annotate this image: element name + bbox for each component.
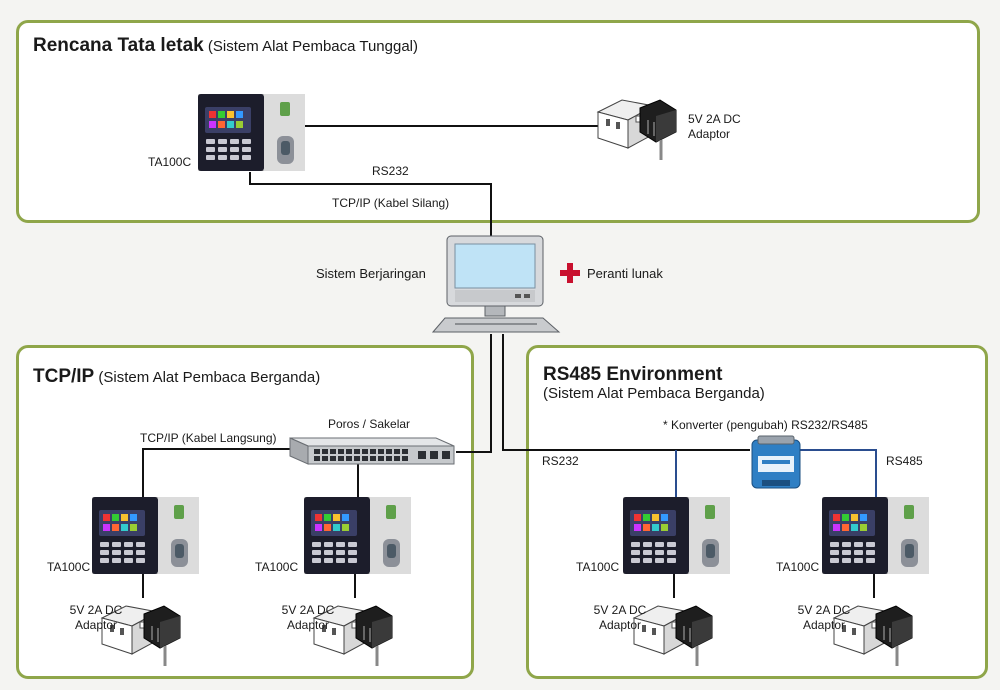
rs485-panel-title: RS485 Environment [543, 364, 723, 385]
desktop-computer-icon [431, 235, 561, 333]
software-label: Peranti lunak [587, 266, 663, 281]
fingerprint-terminal-icon [822, 497, 929, 574]
tcp-panel-subtitle: (Sistem Alat Pembaca Berganda) [98, 369, 321, 386]
fingerprint-terminal-icon [92, 497, 199, 574]
network-switch-icon [289, 437, 455, 465]
rs232-rs485-converter-icon [751, 435, 801, 489]
device-label-rs-1: TA100C [576, 560, 620, 574]
plus-icon [560, 263, 580, 283]
tcp-direct-label: TCP/IP (Kabel Langsung) [140, 431, 277, 445]
power-socket-adaptor-icon [596, 90, 684, 162]
rs232-label-top: RS232 [372, 164, 409, 178]
device-label-tcp-2: TA100C [255, 560, 299, 574]
device-label-rs-2: TA100C [776, 560, 820, 574]
wire-hub-left-device [142, 448, 290, 498]
single-reader-subtitle: (Sistem Alat Pembaca Tunggal) [207, 38, 419, 55]
rs485-panel-subtitle: (Sistem Alat Pembaca Berganda) [543, 385, 765, 402]
wire-pc-hub [456, 334, 492, 453]
wire-top-rs232 [249, 172, 492, 240]
network-system-label: Sistem Berjaringan [316, 266, 426, 281]
fingerprint-terminal-icon [623, 497, 730, 574]
rs232-label-rs-panel: RS232 [542, 454, 579, 468]
rs485-label: RS485 [886, 454, 923, 468]
single-reader-title: Rencana Tata letak [33, 35, 204, 56]
tcp-cross-label: TCP/IP (Kabel Silang) [332, 196, 450, 210]
converter-label: * Konverter (pengubah) RS232/RS485 [663, 418, 868, 432]
fingerprint-terminal-icon [304, 497, 411, 574]
tcp-panel-title: TCP/IP [33, 366, 95, 387]
wire-rs485-bus [800, 449, 877, 498]
device-label-top: TA100C [148, 155, 192, 169]
fingerprint-terminal-icon [198, 94, 305, 171]
hub-label: Poros / Sakelar [328, 417, 411, 431]
single-reader-panel: Rencana Tata letak (Sistem Alat Pembaca … [16, 20, 980, 223]
device-label-tcp-1: TA100C [47, 560, 91, 574]
wire-pc-rs232 [502, 334, 750, 451]
